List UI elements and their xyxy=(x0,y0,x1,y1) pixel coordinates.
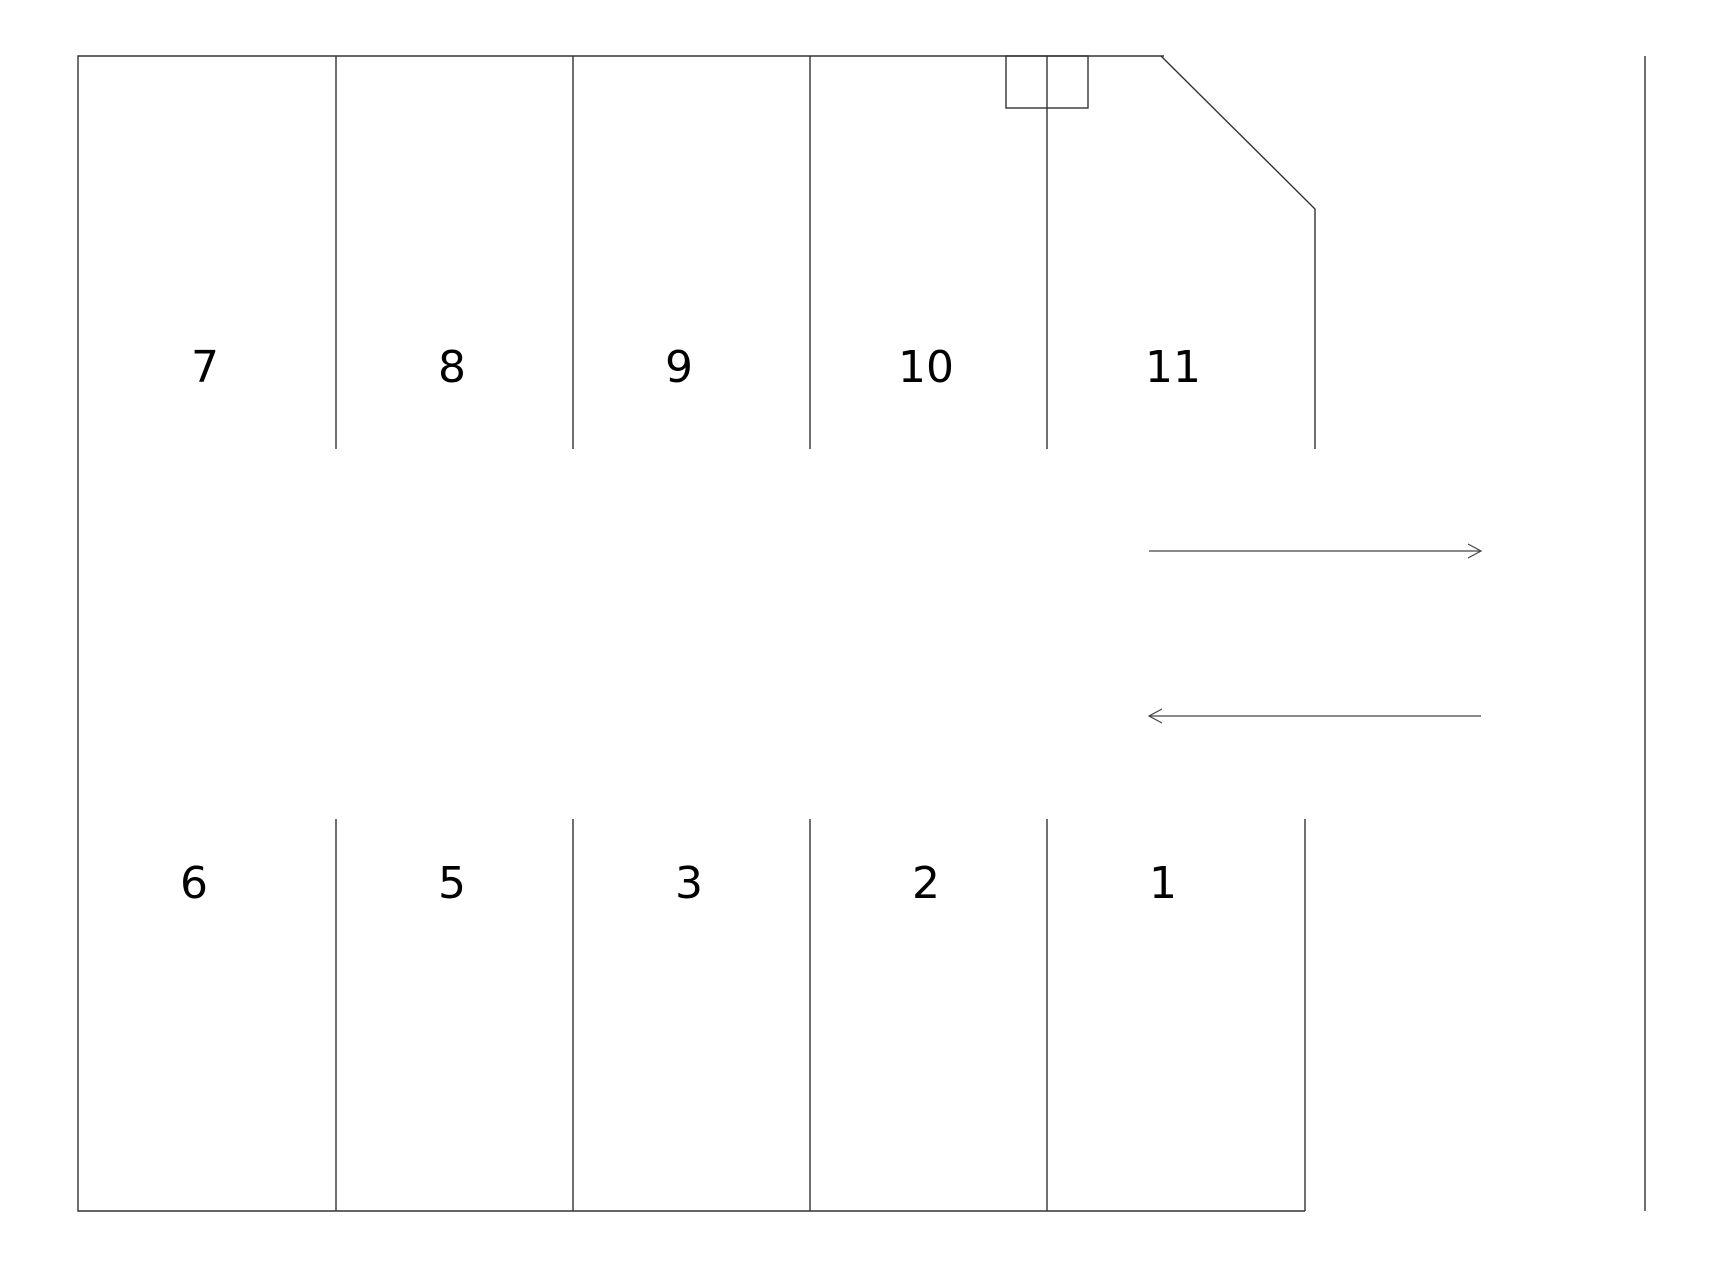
space-number-7: 7 xyxy=(191,342,219,393)
space-number-2: 2 xyxy=(912,858,940,909)
space-number-11: 11 xyxy=(1145,342,1201,393)
right-arrow-icon xyxy=(1149,543,1483,559)
space-number-1: 1 xyxy=(1149,858,1177,909)
corner-chamfer xyxy=(1160,55,1316,449)
space-number-10: 10 xyxy=(898,342,954,393)
space-number-6: 6 xyxy=(180,858,208,909)
meter-box xyxy=(1005,55,1089,109)
space-number-3: 3 xyxy=(675,858,703,909)
space-number-5: 5 xyxy=(438,858,466,909)
space-number-8: 8 xyxy=(438,342,466,393)
lot-boundary xyxy=(77,55,1305,1212)
space-number-9: 9 xyxy=(665,342,693,393)
left-arrow-icon xyxy=(1147,708,1481,724)
